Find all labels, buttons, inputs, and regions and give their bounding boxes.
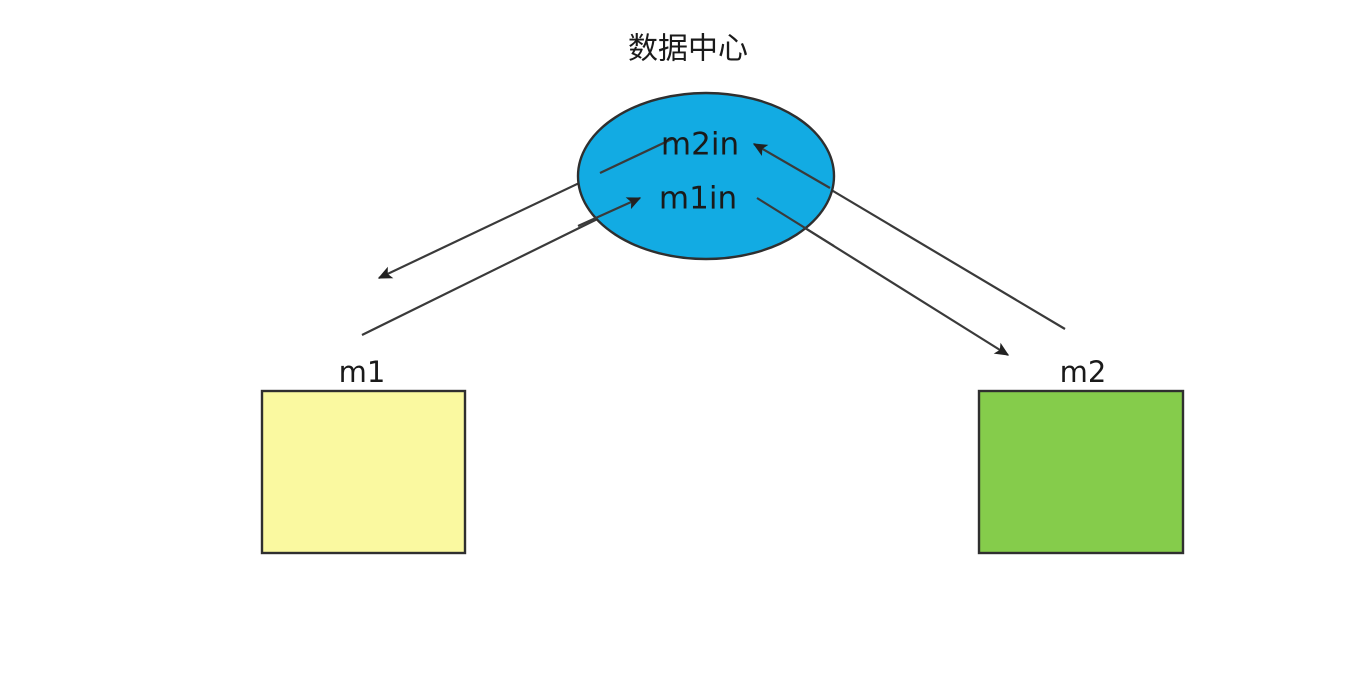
node-m1[interactable]: m1 — [260, 355, 467, 555]
node-m2[interactable]: m2 — [977, 355, 1185, 555]
edge-datacenter-to-m2-tail — [756, 197, 835, 247]
edge-overlay-layer — [577, 138, 835, 247]
node-data-center[interactable] — [576, 91, 836, 261]
edge-m2-to-m2in-tip — [752, 143, 831, 189]
edge-m1-to-m1in-tip — [577, 196, 642, 228]
m2-rect[interactable] — [977, 389, 1185, 555]
data-center-port-labels: m2in m1in — [659, 127, 739, 217]
data-center-ellipse[interactable] — [576, 91, 836, 261]
m1-label: m1 — [339, 355, 386, 389]
edge-datacenter-to-m1-tail — [599, 138, 673, 174]
data-center-title: 数据中心 — [628, 32, 748, 67]
m1-rect[interactable] — [260, 389, 467, 555]
port-label-m2in: m2in — [661, 127, 739, 163]
m2-label: m2 — [1060, 355, 1107, 389]
edge-m1-to-m1in — [361, 197, 642, 336]
port-label-m1in: m1in — [659, 181, 737, 217]
